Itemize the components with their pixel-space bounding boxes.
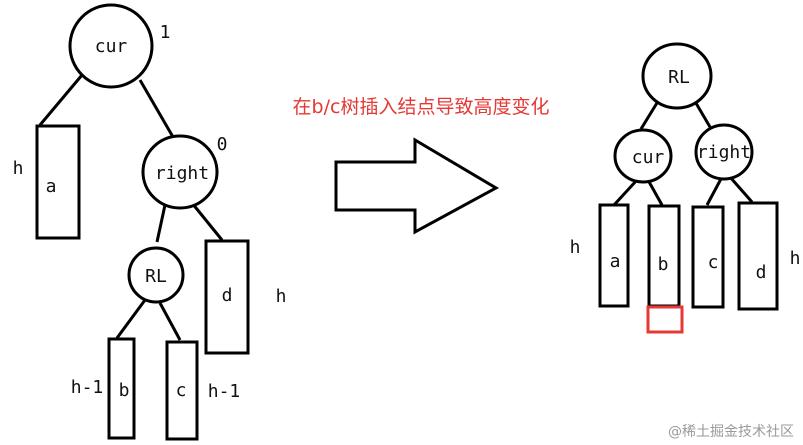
node-cur-label: cur	[632, 147, 665, 168]
subtree-c-label: c	[708, 252, 719, 273]
subtree-b-height: h-1	[71, 377, 104, 398]
subtree-b	[107, 337, 136, 440]
right-arrow	[334, 137, 500, 235]
node-right-label: right	[697, 142, 751, 163]
node-right	[141, 134, 219, 210]
node-rl	[127, 246, 185, 304]
subtree-b	[647, 204, 681, 308]
subtree-a-height: h	[13, 158, 24, 179]
node-cur	[68, 3, 154, 89]
subtree-d-label: d	[756, 262, 767, 283]
edge-right-rl	[155, 204, 167, 243]
subtree-c	[165, 340, 199, 441]
edge-cur-b	[646, 179, 664, 206]
before-tree: cur 1 right 0 RL a h d h b h-1 c h-1	[13, 3, 287, 441]
subtree-c	[691, 205, 725, 309]
after-tree: RL cur right a h b c d h	[570, 42, 801, 334]
node-rl	[641, 42, 713, 110]
subtree-a-label: a	[46, 176, 57, 197]
subtree-c-height: h-1	[208, 381, 241, 402]
subtree-a	[598, 203, 630, 308]
subtree-a-label: a	[610, 251, 621, 272]
subtree-a	[35, 124, 81, 240]
subtree-d-height: h	[276, 286, 287, 307]
subtree-b-label: b	[119, 380, 130, 401]
balance-factor-cur: 1	[160, 22, 171, 43]
edge-rl-c	[158, 302, 182, 341]
node-right-label: right	[155, 163, 209, 184]
caption: 在b/c树插入结点导致高度变化	[293, 96, 550, 118]
node-cur	[613, 128, 673, 184]
balance-factor-right: 0	[217, 134, 228, 155]
edge-cur-a	[612, 178, 639, 207]
watermark: @稀土掘金技术社区	[668, 424, 794, 440]
subtree-c-label: c	[176, 380, 187, 401]
edge-right-d	[190, 202, 224, 241]
inserted-node-highlight	[646, 305, 684, 334]
subtree-a-height: h	[570, 237, 581, 258]
node-rl-label: RL	[668, 67, 690, 88]
subtree-b-label: b	[658, 254, 669, 275]
node-cur-label: cur	[95, 36, 128, 57]
edge-right-c	[705, 176, 724, 206]
edge-cur-right	[138, 79, 175, 138]
node-right	[694, 123, 754, 181]
subtree-d	[204, 239, 250, 355]
edge-cur-a	[38, 74, 84, 126]
subtree-d-label: d	[222, 285, 233, 306]
node-rl-label: RL	[145, 266, 167, 287]
edge-right-d	[728, 176, 754, 203]
subtree-d	[737, 201, 779, 311]
subtree-d-height: h	[790, 248, 801, 269]
edge-rl-b	[115, 299, 147, 339]
